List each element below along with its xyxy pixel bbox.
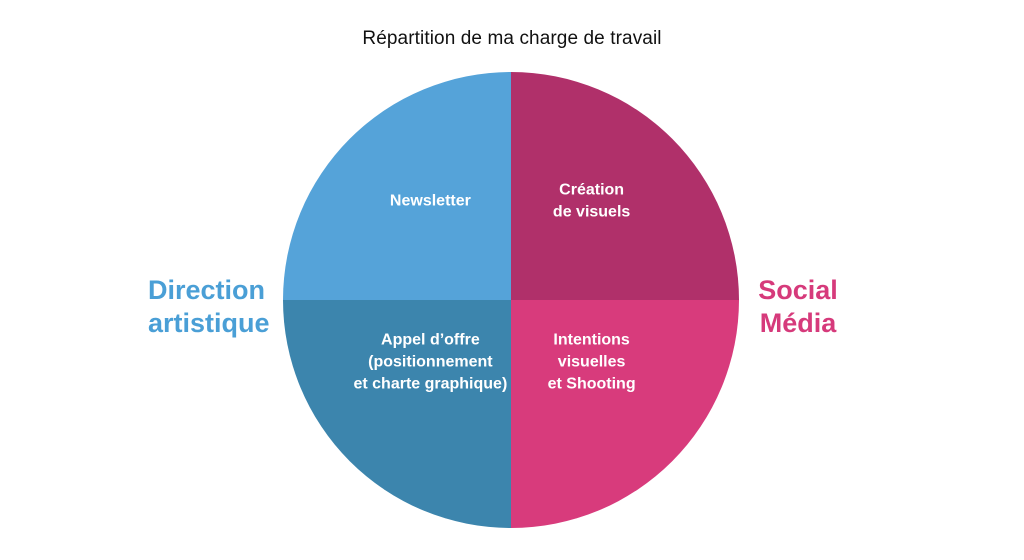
pie-slice bbox=[283, 300, 511, 528]
pie-slice bbox=[511, 72, 739, 300]
slice-label-line: de visuels bbox=[553, 203, 630, 220]
group-label-line: artistique bbox=[148, 308, 270, 338]
pie-slice bbox=[283, 72, 511, 300]
group-label-line: Média bbox=[759, 308, 837, 338]
group-label-line: Direction bbox=[148, 275, 266, 305]
slice-label-line: Newsletter bbox=[390, 192, 471, 209]
slice-label-line: Appel d’offre bbox=[381, 332, 480, 349]
slice-label: Newsletter bbox=[390, 192, 471, 209]
slice-label-line: (positionnement bbox=[368, 354, 493, 371]
slice-label: Intentions visuelles et Shooting bbox=[548, 332, 636, 393]
group-label-social-media: Social Média bbox=[748, 274, 848, 340]
group-label-line: Social bbox=[758, 275, 838, 305]
slice-label: Appel d’offre (positionnement et charte gr… bbox=[353, 332, 507, 393]
slice-label: Création de visuels bbox=[553, 181, 630, 220]
slice-label-line: et Shooting bbox=[548, 376, 636, 393]
pie-slice bbox=[511, 300, 739, 528]
chart-title: Répartition de ma charge de travail bbox=[362, 28, 662, 49]
slice-label-line: et charte graphique) bbox=[353, 376, 507, 393]
slice-label-line: Création bbox=[559, 181, 624, 198]
group-label-direction-artistique: Direction artistique bbox=[148, 274, 270, 340]
slice-label-line: Intentions bbox=[553, 332, 630, 349]
slice-label-line: visuelles bbox=[558, 354, 626, 371]
